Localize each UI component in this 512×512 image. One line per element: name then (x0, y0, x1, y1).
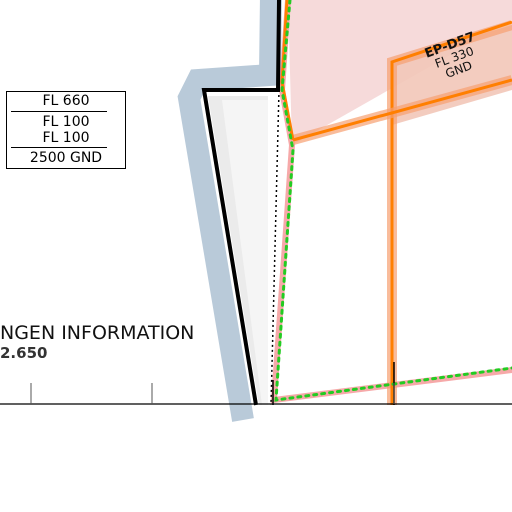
boundary-shading-inner (222, 100, 268, 405)
divider (11, 111, 107, 112)
limit-line: FL 100 (42, 114, 90, 130)
fir-boundary-line (201, 0, 281, 406)
lower-limit: 2500 GND (29, 150, 103, 166)
route-dotted-green (274, 0, 512, 402)
fir-border-buffer (177, 0, 282, 422)
fis-station-name: NGEN INFORMATION (0, 322, 195, 344)
divider (11, 147, 107, 148)
airspace-limits-box: FL 660 FL 100 FL 100 2500 GND (6, 91, 126, 169)
upper-limit: FL 660 (42, 93, 90, 109)
fis-frequency: 2.650 (0, 344, 48, 362)
danger-area-boundary (390, 20, 512, 405)
danger-area-south-boundary (292, 78, 512, 142)
limit-line: FL 100 (42, 130, 90, 146)
